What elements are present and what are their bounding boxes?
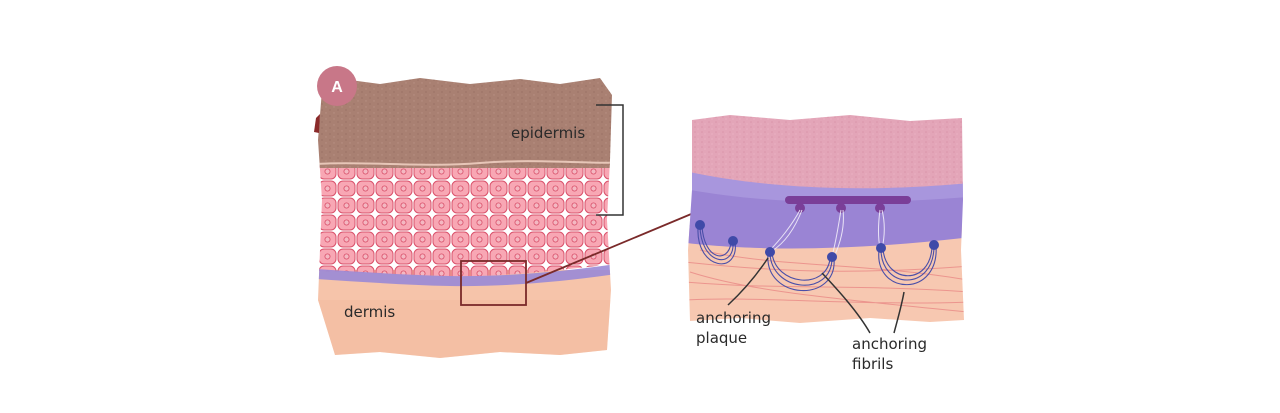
plaque-pointer	[727, 257, 769, 306]
cell-layer	[318, 163, 612, 277]
epidermis-bracket	[596, 104, 624, 216]
anchoring-fibrils-label-line2: fibrils	[852, 355, 893, 373]
dermis-shading	[318, 300, 612, 358]
magnified-junction	[688, 115, 964, 323]
anchoring-plaque-label-line1: anchoring	[696, 309, 771, 327]
basement-membrane	[318, 262, 612, 287]
zoom-membrane-highlight	[688, 168, 964, 203]
epidermis-texture	[318, 78, 612, 168]
anchoring-fibrils-label-line1: anchoring	[852, 335, 927, 353]
dermis-label: dermis	[344, 303, 395, 321]
epidermis-label: epidermis	[511, 124, 585, 142]
edge-fleck	[314, 114, 320, 133]
zoom-connector	[525, 211, 697, 284]
panel-badge: A	[317, 66, 357, 106]
epidermis-edge	[318, 160, 612, 166]
anchoring-fibril-loops	[697, 224, 937, 292]
fibrils-pointer-right	[893, 291, 905, 334]
anchoring-plaque-label-line2: plaque	[696, 329, 747, 347]
fibrils-pointer-left	[821, 272, 871, 334]
zoom-epidermis-texture	[688, 115, 964, 189]
anchor-points	[695, 220, 939, 262]
panel-badge-text: A	[331, 79, 343, 96]
skin-cross-section	[318, 78, 612, 358]
collagen-fibers	[688, 249, 964, 313]
anchoring-plaque-bar	[785, 196, 911, 213]
